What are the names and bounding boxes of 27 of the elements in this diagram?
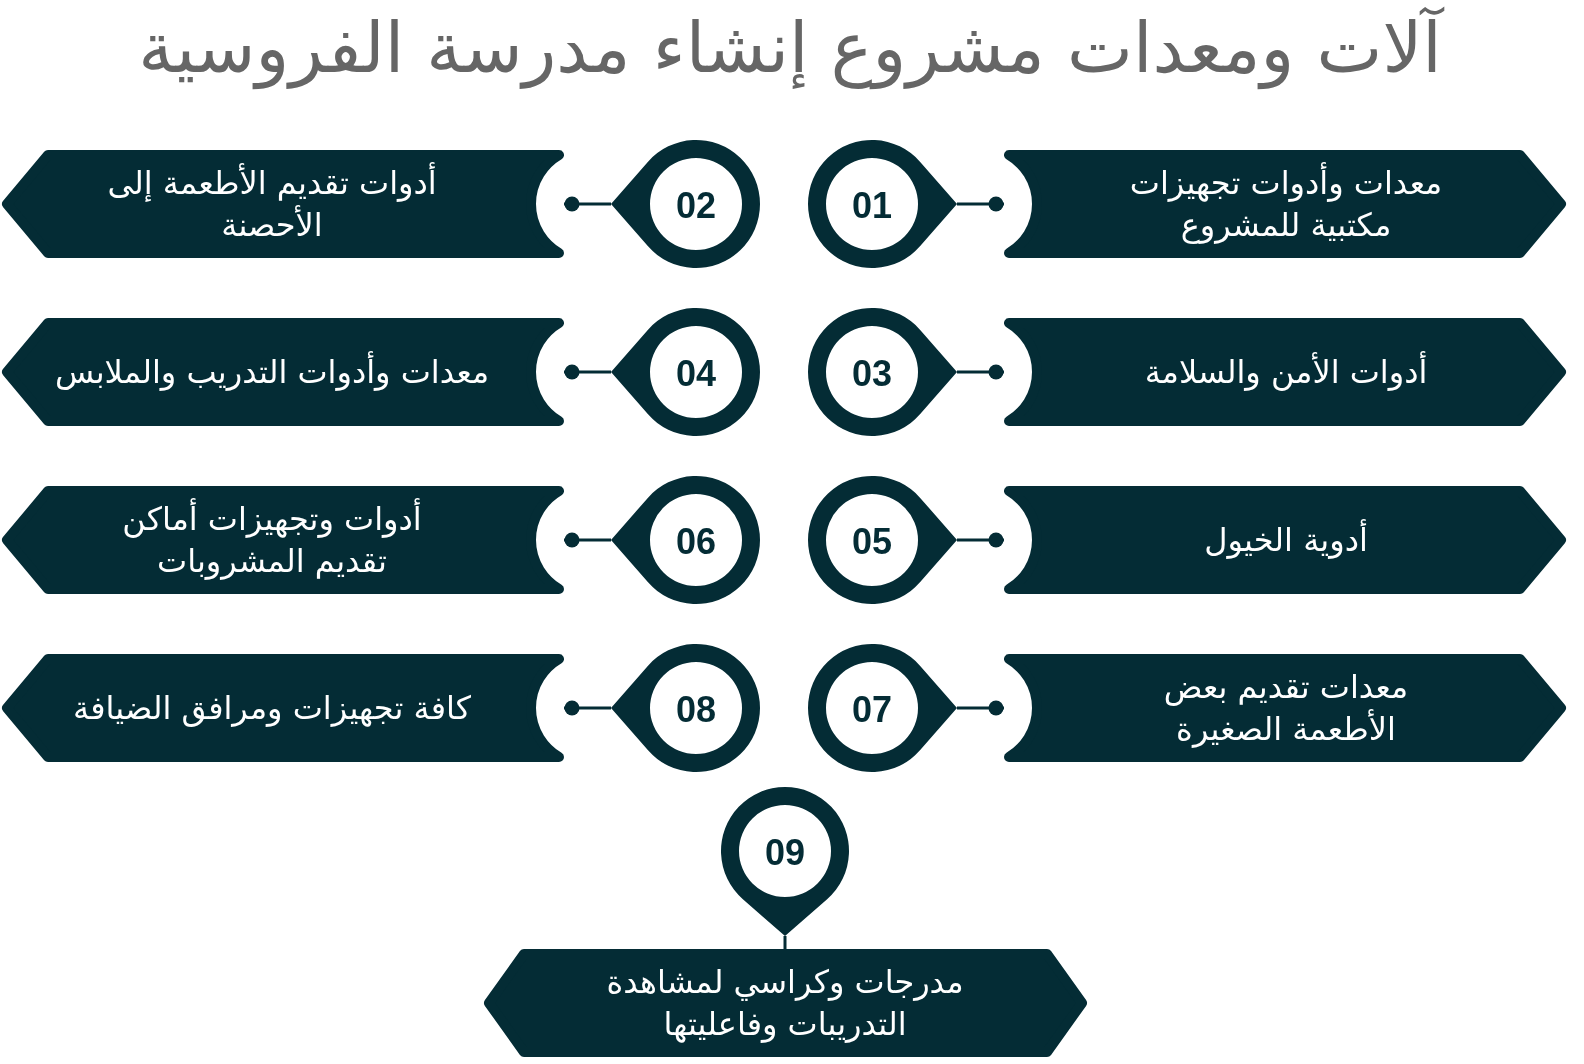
step-number: 09 [765,833,805,873]
step-number: 06 [676,522,716,562]
step-number: 04 [676,354,716,394]
step-number: 01 [852,186,892,226]
banner-label: أدوات وتجهيزات أماكن تقديم المشروبات [121,498,423,582]
banner-label: معدات تقديم بعض الأطعمة الصغيرة [1162,667,1410,750]
connector-line [564,196,611,212]
connector-line [564,700,611,716]
connector-line [564,532,611,548]
banner-label: أدوات تقديم الأطعمة إلى الأحصنة [107,162,437,246]
banner-label: كافة تجهيزات ومرافق الضيافة [72,688,472,729]
banner-label: مدرجات وكراسي لمشاهدة التدريبات وفاعليتها [605,962,965,1045]
banner-label: معدات وأدوات التدريب والملابس [53,351,491,393]
banner-label: معدات وأدوات تجهيزات مكتبية للمشروع [1128,162,1444,246]
step-number: 05 [852,522,892,562]
connector-line [957,532,1004,548]
step-number: 08 [676,690,716,730]
connector-line [564,364,611,380]
banner-label: أدوية الخيول [1203,519,1369,561]
connector-line [957,700,1004,716]
step-number: 03 [852,354,892,394]
step-number: 02 [676,186,716,226]
step-number: 07 [852,690,892,730]
connector-line [957,364,1004,380]
connector-line [783,936,787,949]
connector-line [957,196,1004,212]
banner-label: أدوات الأمن والسلامة [1143,351,1429,393]
